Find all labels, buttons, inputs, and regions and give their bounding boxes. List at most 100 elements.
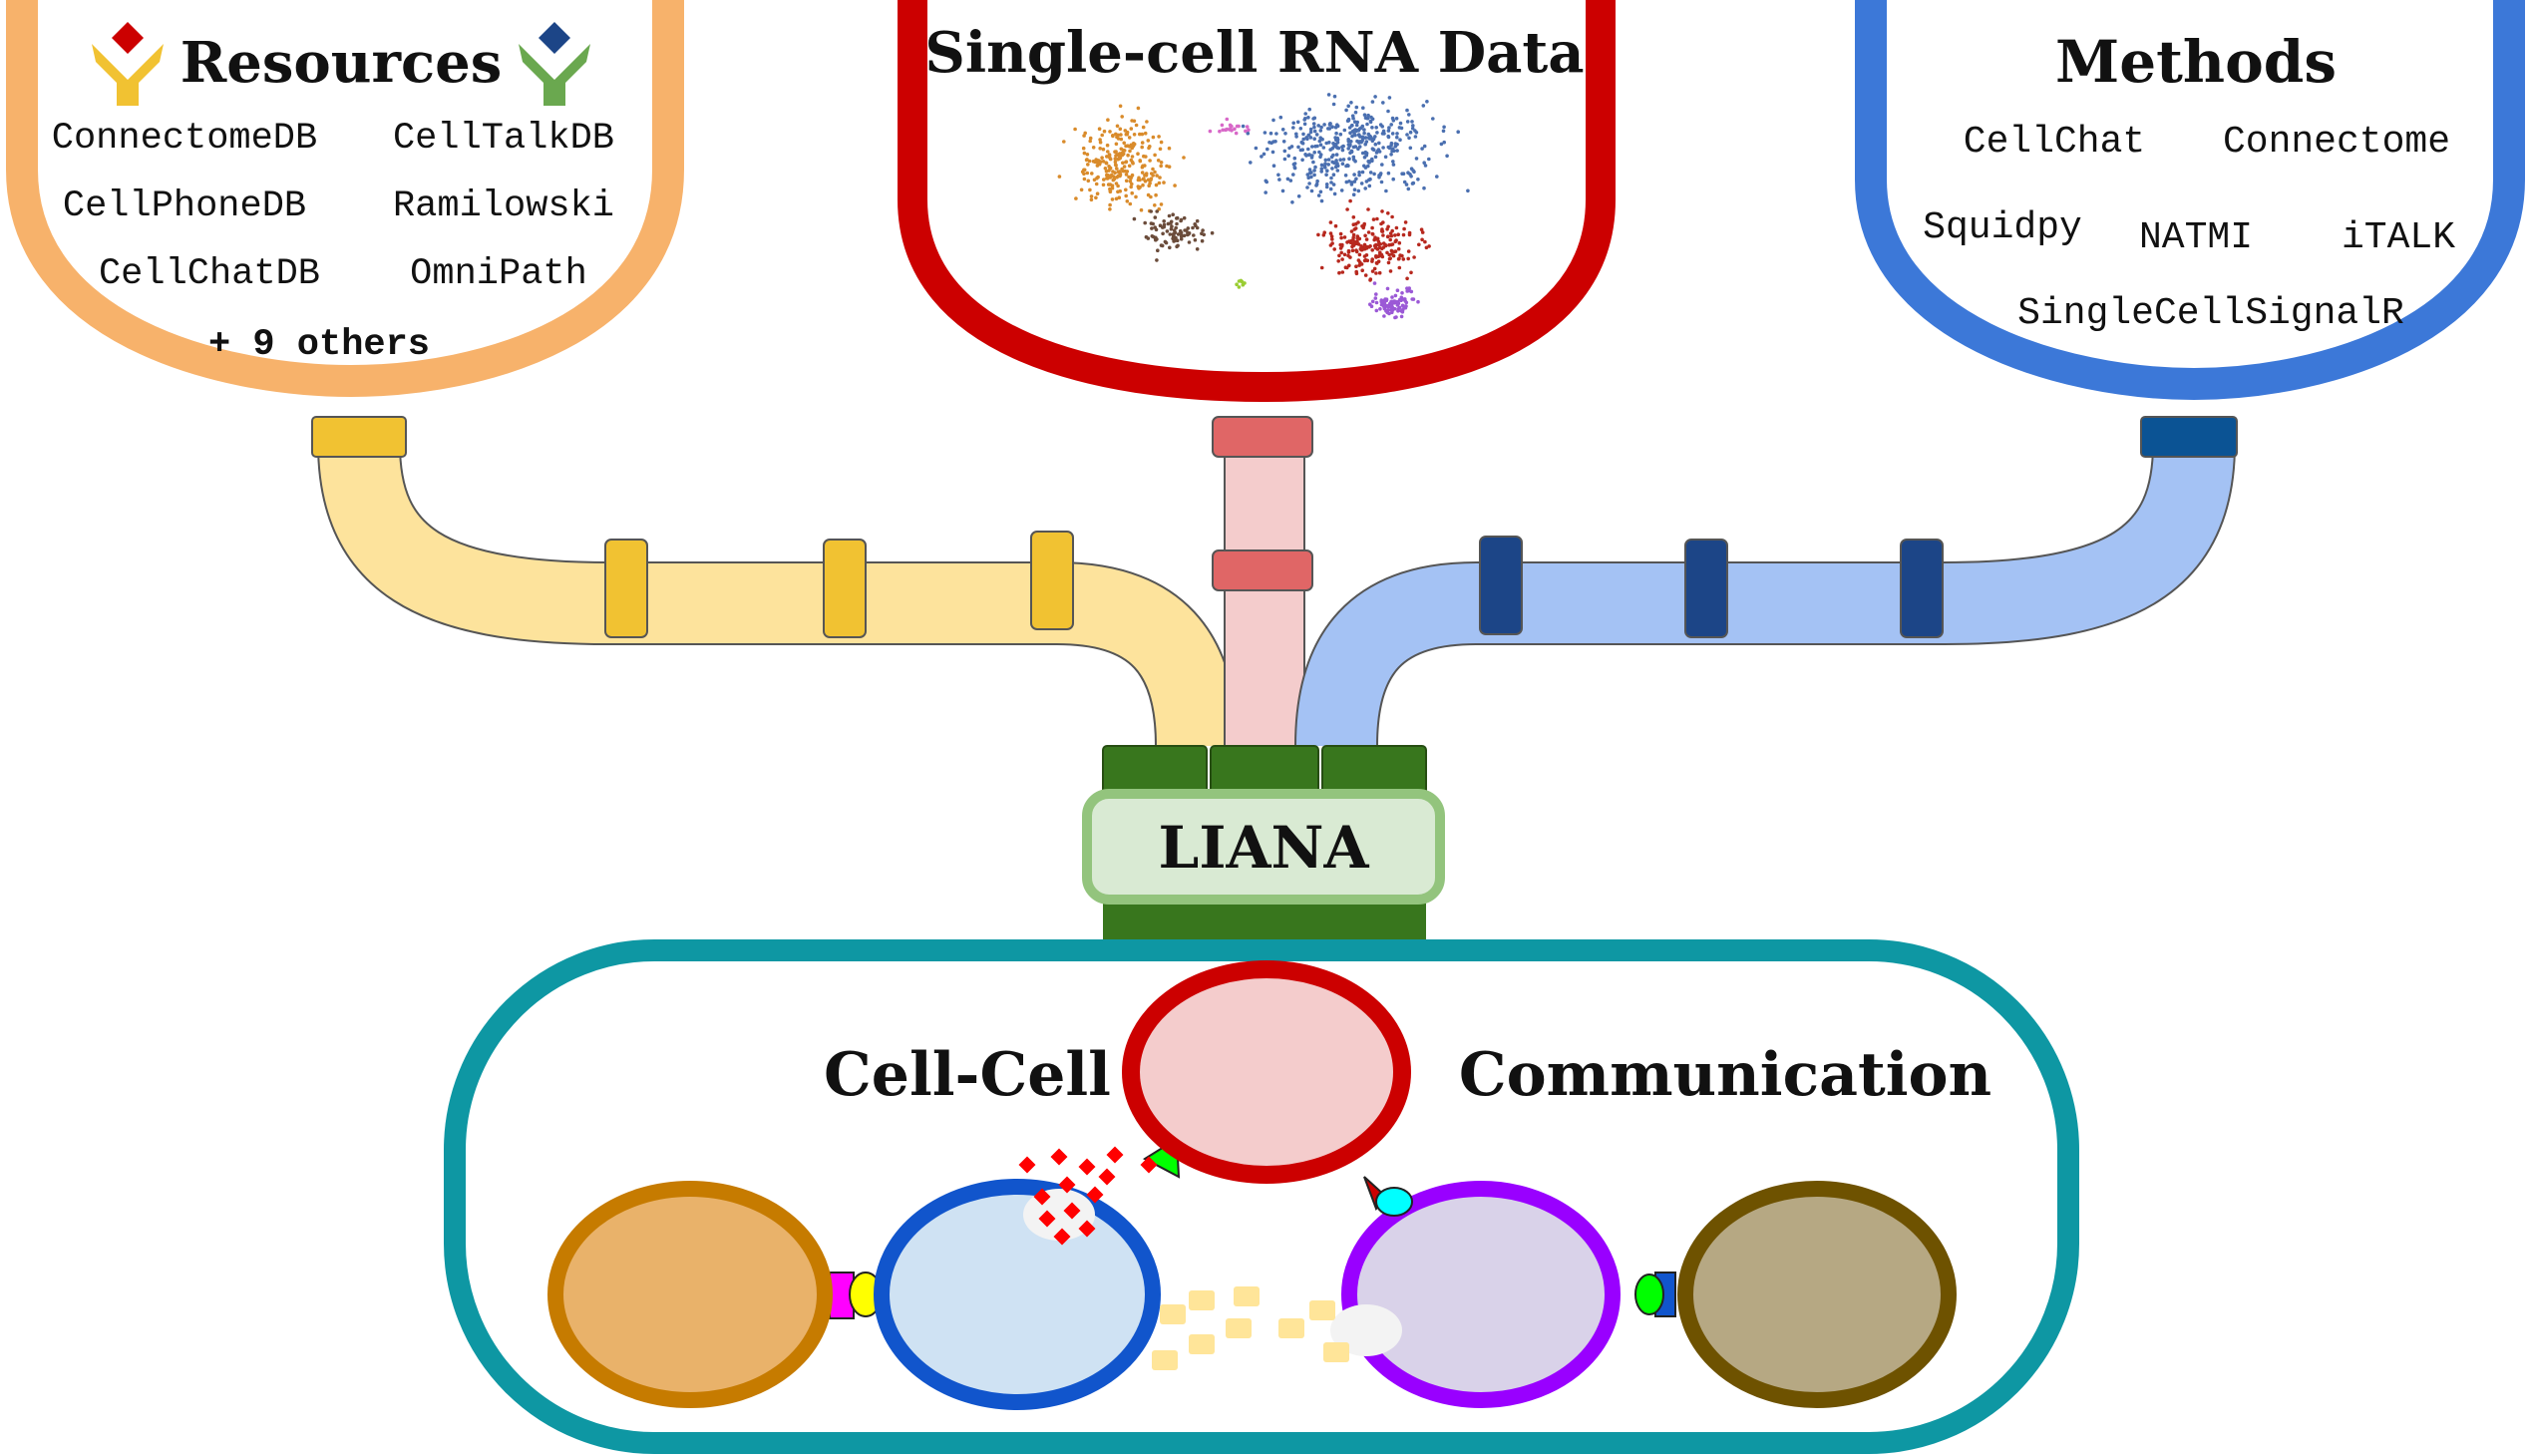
umap-point <box>1094 182 1099 186</box>
umap-point <box>1280 128 1285 132</box>
umap-point <box>1354 177 1358 182</box>
umap-point <box>1292 162 1297 166</box>
umap-point <box>1397 265 1402 270</box>
umap-point <box>1403 297 1407 301</box>
umap-point <box>1333 223 1338 228</box>
umap-point <box>1302 122 1307 127</box>
umap-point <box>1110 185 1115 190</box>
umap-point <box>1158 176 1162 180</box>
umap-point <box>1346 250 1351 254</box>
umap-point <box>1356 133 1361 137</box>
umap-point <box>1393 239 1398 244</box>
umap-point <box>1124 187 1128 192</box>
umap-point <box>1351 145 1356 150</box>
umap-point <box>1421 104 1426 108</box>
umap-point <box>1394 225 1399 230</box>
umap-point <box>1372 172 1376 177</box>
umap-point <box>1334 143 1338 147</box>
umap-point <box>1146 139 1151 143</box>
umap-point <box>1091 146 1096 150</box>
umap-point <box>1289 145 1294 149</box>
umap-point <box>1386 134 1390 139</box>
umap-point <box>1174 225 1178 230</box>
umap-point <box>1161 231 1165 236</box>
umap-point <box>1098 147 1102 151</box>
umap-point <box>1340 148 1345 153</box>
umap-point <box>1316 232 1320 237</box>
umap-point <box>1307 182 1311 185</box>
umap-point <box>1114 154 1118 158</box>
signal-molecules <box>1018 1146 1158 1246</box>
umap-point <box>1314 183 1318 187</box>
umap-point <box>1368 302 1372 307</box>
umap-point <box>1356 129 1361 133</box>
umap-point <box>1119 137 1124 142</box>
umap-point <box>1100 156 1104 160</box>
umap-point <box>1138 159 1142 163</box>
umap-point <box>1106 182 1111 186</box>
umap-point <box>1391 119 1396 123</box>
umap-point <box>1338 132 1343 137</box>
umap-point <box>1319 125 1323 130</box>
olive-cell <box>1677 1181 1957 1408</box>
umap-point <box>1120 115 1124 119</box>
umap-point <box>1305 185 1309 189</box>
umap-point <box>1128 149 1132 154</box>
umap-point <box>1390 295 1394 299</box>
umap-point <box>1281 140 1286 144</box>
umap-point <box>1282 149 1287 154</box>
umap-point <box>1291 121 1295 126</box>
umap-point <box>1368 177 1372 182</box>
umap-point <box>1290 200 1294 204</box>
umap-point <box>1142 154 1146 159</box>
umap-point <box>1408 146 1413 151</box>
umap-point <box>1082 177 1087 182</box>
umap-point <box>1151 221 1155 226</box>
umap-point <box>1122 141 1126 146</box>
umap-point <box>1112 177 1117 182</box>
umap-point <box>1286 154 1290 158</box>
umap-point <box>1176 232 1181 236</box>
umap-point <box>1397 305 1402 310</box>
umap-point <box>1312 169 1316 173</box>
umap-point <box>1400 310 1405 314</box>
umap-point <box>1083 131 1087 136</box>
umap-point <box>1442 125 1446 130</box>
umap-point <box>1114 150 1118 154</box>
umap-point <box>1352 132 1356 137</box>
umap-point <box>1153 215 1158 219</box>
umap-point <box>1118 171 1122 175</box>
umap-point <box>1362 113 1367 117</box>
umap-point <box>1372 266 1377 271</box>
umap-point <box>1244 129 1248 134</box>
umap-point <box>1274 132 1278 136</box>
umap-point <box>1260 155 1264 159</box>
umap-point <box>1414 131 1419 135</box>
umap-point <box>1307 168 1312 172</box>
umap-point <box>1351 116 1355 121</box>
orange-cell <box>547 1181 833 1408</box>
umap-point <box>1148 159 1152 163</box>
umap-point <box>1309 188 1314 193</box>
umap-point <box>1381 146 1385 150</box>
umap-point <box>1144 172 1149 176</box>
umap-point <box>1354 264 1358 269</box>
umap-point <box>1153 170 1157 175</box>
umap-point <box>1355 234 1360 238</box>
umap-point <box>1466 188 1470 193</box>
umap-point <box>1349 150 1354 154</box>
umap-point <box>1319 163 1324 168</box>
umap-point <box>1270 150 1275 155</box>
umap-point <box>1132 119 1137 124</box>
umap-point <box>1381 233 1385 237</box>
umap-point <box>1352 120 1357 124</box>
umap-point <box>1100 133 1104 138</box>
umap-point <box>1264 179 1268 183</box>
umap-point <box>1395 132 1399 136</box>
umap-point <box>1081 146 1086 151</box>
umap-point <box>1221 128 1225 133</box>
umap-point <box>1321 146 1326 150</box>
umap-point <box>1108 157 1113 162</box>
umap-point <box>1371 148 1376 152</box>
umap-point <box>1160 243 1165 248</box>
